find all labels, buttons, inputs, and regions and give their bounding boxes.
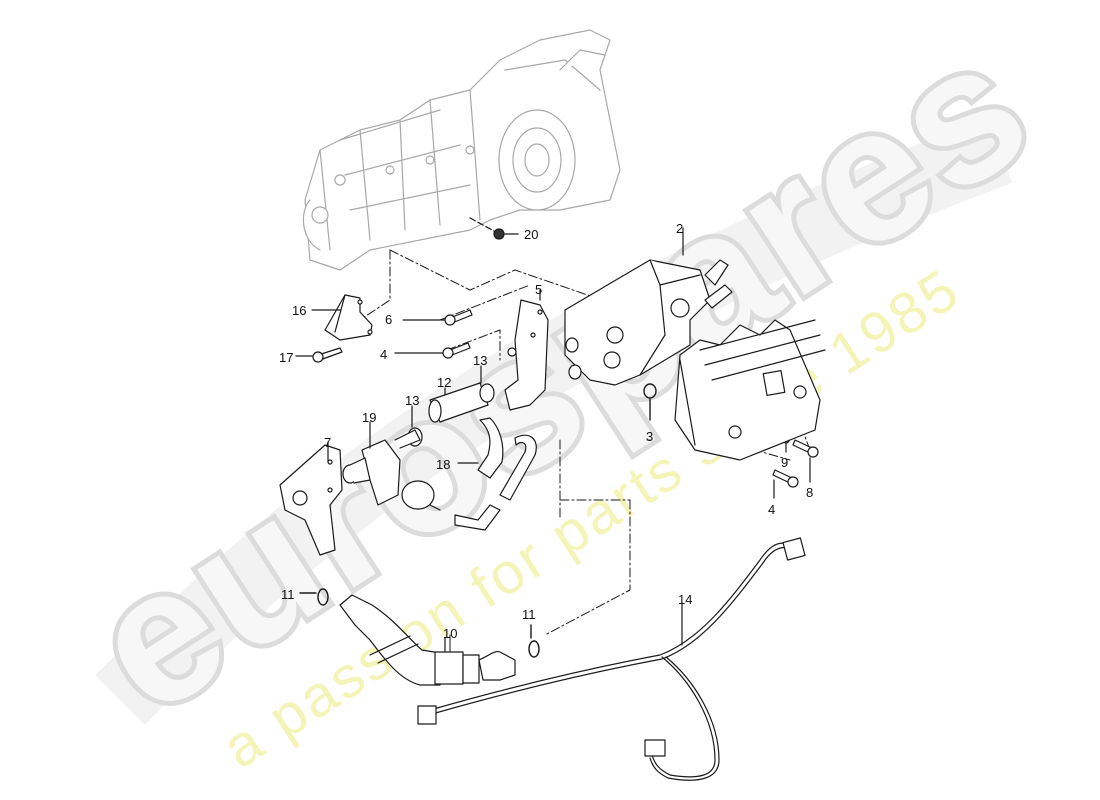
part-2-housing (564, 227, 733, 386)
part-7-bracket (279, 441, 343, 556)
part-19-valve (342, 421, 441, 511)
part-16-bracket (311, 294, 373, 341)
part-11-rings (299, 588, 540, 658)
part-6-bolt (402, 309, 473, 326)
part-4-bolt-upper (394, 342, 471, 359)
callout-3[interactable]: 3 (646, 429, 654, 444)
callout-16[interactable]: 16 (292, 303, 307, 318)
callout-8[interactable]: 8 (806, 485, 814, 500)
oil-cooler (674, 319, 826, 461)
callout-4[interactable]: 4 (768, 502, 776, 517)
callout-2[interactable]: 2 (676, 221, 684, 236)
harness-connector-right (782, 537, 806, 561)
callout-4[interactable]: 4 (380, 347, 388, 362)
callout-13[interactable]: 13 (405, 393, 420, 408)
harness-connector-left (417, 705, 437, 725)
leader-lines (449, 439, 651, 653)
callout-11[interactable]: 11 (281, 587, 295, 602)
part-18-vent-hose (454, 417, 537, 531)
part-20-nut (469, 217, 519, 240)
callout-11[interactable]: 11 (522, 607, 536, 622)
callout-9[interactable]: 9 (781, 455, 789, 470)
callout-5[interactable]: 5 (535, 282, 543, 297)
callout-20[interactable]: 20 (524, 227, 539, 242)
part-17-bolt (295, 347, 343, 363)
part-4-bolt-lower (772, 469, 799, 499)
callout-7[interactable]: 7 (324, 435, 332, 450)
callout-13[interactable]: 13 (473, 353, 488, 368)
callout-12[interactable]: 12 (437, 375, 452, 390)
transmission-ghost (302, 29, 621, 271)
callout-6[interactable]: 6 (385, 312, 393, 327)
harness-connector-bottom (644, 739, 666, 757)
part-14-harness (417, 537, 806, 781)
part-5-bracket (504, 289, 549, 411)
callout-14[interactable]: 14 (678, 592, 693, 607)
callout-10[interactable]: 10 (443, 626, 458, 641)
part-8-bolt (792, 439, 819, 483)
part-12-hose (428, 382, 489, 423)
part-10-oil-line (339, 594, 516, 686)
part-3-ring (643, 383, 657, 421)
watermark-swoosh (95, 117, 1013, 725)
callout-19[interactable]: 19 (362, 410, 377, 425)
callout-17[interactable]: 17 (279, 350, 294, 365)
callout-18[interactable]: 18 (436, 457, 451, 472)
